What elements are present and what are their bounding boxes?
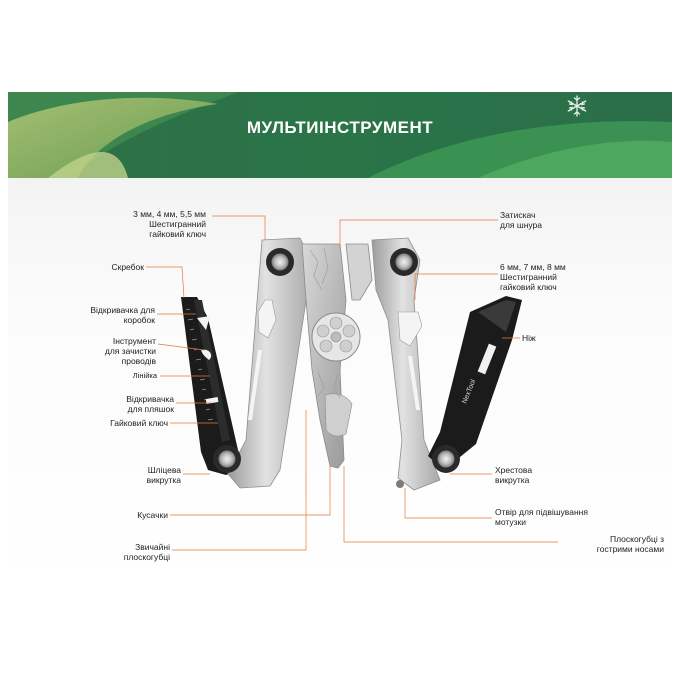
left-handle	[213, 237, 313, 489]
label-ruler: Лінійка	[132, 371, 157, 380]
leader-lanyard-hole	[404, 488, 492, 519]
leader-hex-small	[212, 215, 266, 240]
leader-cord-clamp	[339, 219, 498, 248]
leader-needle-nose	[343, 466, 558, 543]
knife-tool: NexTool	[428, 296, 522, 473]
banner-background	[8, 92, 672, 178]
header-banner	[8, 92, 672, 178]
leader-wire-stripper	[157, 343, 205, 351]
leader-hex-large	[414, 273, 498, 300]
leader-scraper	[146, 266, 185, 299]
snowflake-icon	[567, 95, 587, 117]
label-knife: Ніж	[522, 333, 536, 343]
right-handle	[371, 237, 441, 491]
label-cutters: Кусачки	[137, 510, 168, 520]
leader-cutters	[170, 466, 331, 516]
pliers-head	[301, 243, 373, 469]
label-scraper: Скребок	[111, 262, 144, 272]
leader-regular-pliers	[172, 410, 307, 551]
ruler-wrench-tool	[181, 297, 245, 475]
page-title: МУЛЬТИІНСТРУМЕНТ	[246, 118, 434, 137]
label-wrench: Гайковий ключ	[110, 418, 168, 428]
leader-lines	[146, 215, 558, 551]
